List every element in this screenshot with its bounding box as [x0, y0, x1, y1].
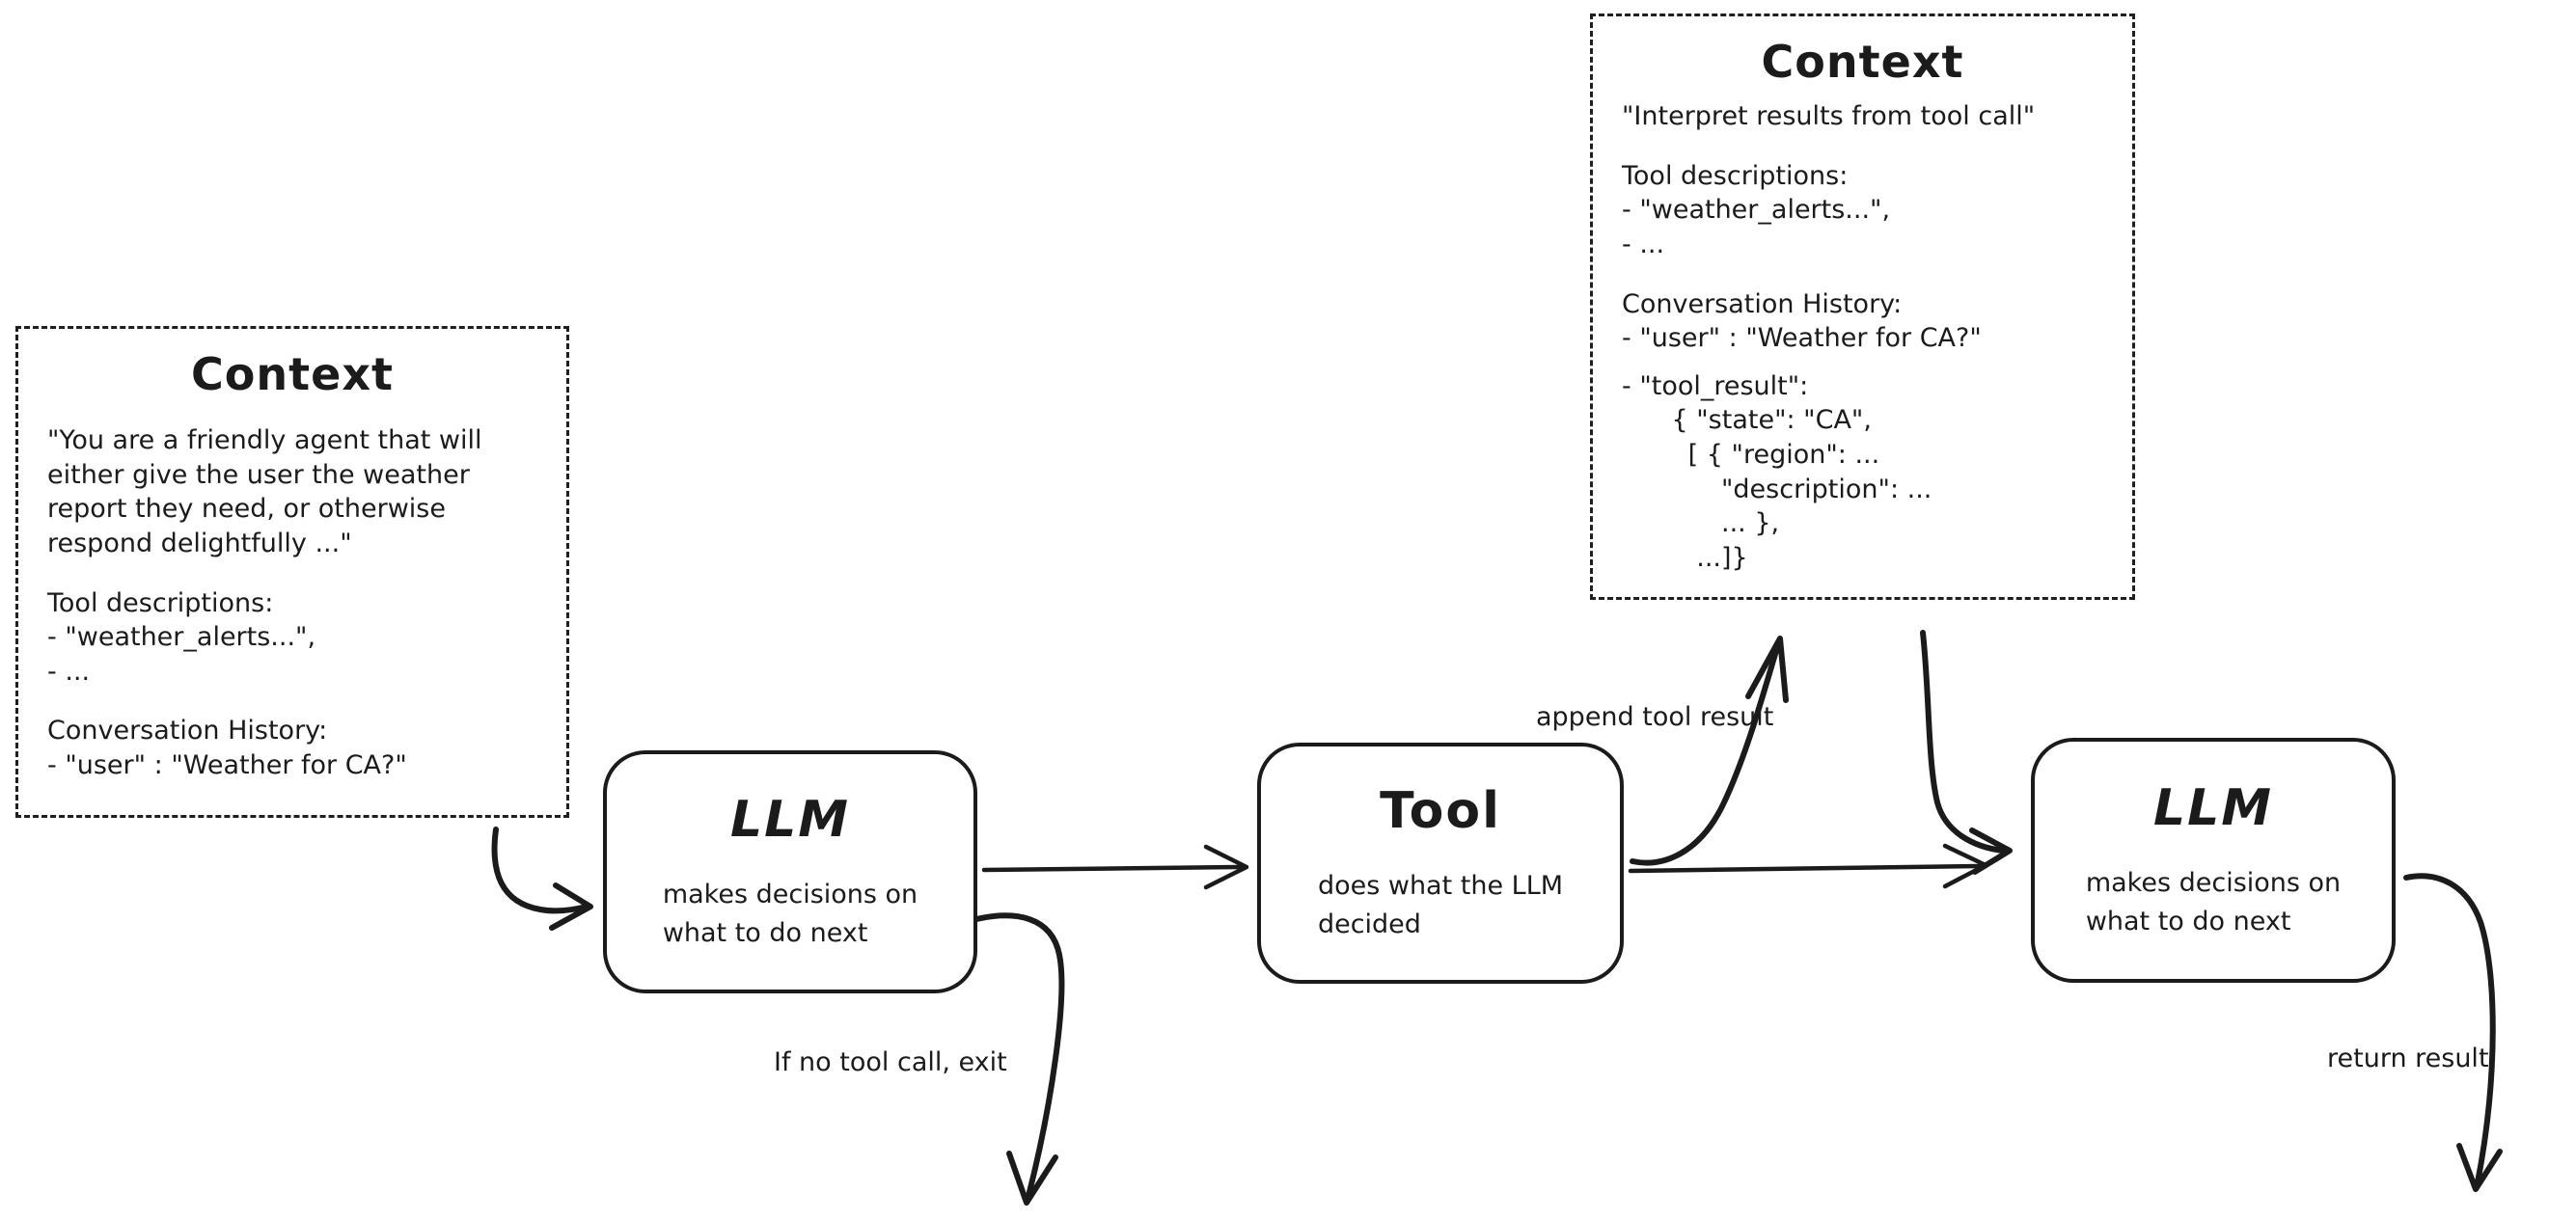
arrowhead-context-top-to-llm2	[1969, 828, 2013, 875]
arrow-llm1-to-tool	[981, 864, 1244, 873]
context-left-tool-descriptions: - "weather_alerts...", - ...	[47, 622, 316, 687]
tool-node-title: Tool	[1380, 781, 1501, 840]
context-box-top: Context "Interpret results from tool cal…	[1590, 14, 2135, 600]
context-left-title: Context	[191, 348, 394, 400]
llm-node-second-title: LLM	[2152, 778, 2273, 837]
tool-node: Tool does what the LLM decided	[1257, 743, 1624, 984]
context-top-conversation-heading: Conversation History:	[1622, 288, 1903, 319]
llm-node-first: LLM makes decisions on what to do next	[603, 750, 977, 993]
context-box-left: Context "You are a friendly agent that w…	[15, 326, 569, 818]
context-top-tool-descriptions-heading: Tool descriptions:	[1622, 160, 1849, 191]
llm-node-second-subtitle: makes decisions on what to do next	[2085, 867, 2342, 937]
llm-node-second: LLM makes decisions on what to do next	[2031, 738, 2396, 983]
context-top-conversation: - "user" : "Weather for CA?"	[1622, 323, 1982, 354]
arrow-context-left-to-llm1	[491, 827, 589, 914]
edge-label-append-tool-result: append tool result	[1536, 702, 1774, 732]
llm-node-first-subtitle: makes decisions on what to do next	[662, 879, 918, 949]
arrow-context-top-to-llm2	[1920, 630, 2006, 854]
arrow-tool-to-llm2	[1628, 863, 1983, 874]
arrowhead-tool-to-context-top	[1745, 636, 1789, 703]
context-top-tool-descriptions: - "weather_alerts...", - ...	[1622, 195, 1891, 259]
arrow-tool-to-context-top	[1630, 641, 1781, 866]
context-left-tool-descriptions-heading: Tool descriptions:	[47, 587, 274, 618]
context-top-instruction: "Interpret results from tool call"	[1622, 101, 2036, 131]
arrowhead-llm2-return	[2456, 1143, 2503, 1192]
tool-node-subtitle: does what the LLM decided	[1317, 870, 1564, 940]
llm-node-first-title: LLM	[729, 790, 850, 849]
edge-label-return-result: return result	[2327, 1044, 2489, 1073]
arrow-llm2-return	[2403, 873, 2496, 1185]
context-left-conversation: - "user" : "Weather for CA?"	[47, 750, 407, 780]
arrowhead-context-left-to-llm1	[549, 882, 593, 931]
context-top-title: Context	[1761, 36, 1964, 88]
arrowhead-tool-to-llm2	[1942, 843, 1988, 889]
arrowhead-llm1-exit	[1006, 1151, 1058, 1206]
context-top-tool-result: - "tool_result": { "state": "CA", [ { "r…	[1622, 370, 1932, 573]
arrowhead-llm1-to-tool	[1203, 844, 1249, 890]
context-left-system-prompt: "You are a friendly agent that will eith…	[47, 425, 482, 558]
context-left-conversation-heading: Conversation History:	[47, 716, 328, 746]
edge-label-no-tool-call-exit: If no tool call, exit	[774, 1047, 1007, 1077]
